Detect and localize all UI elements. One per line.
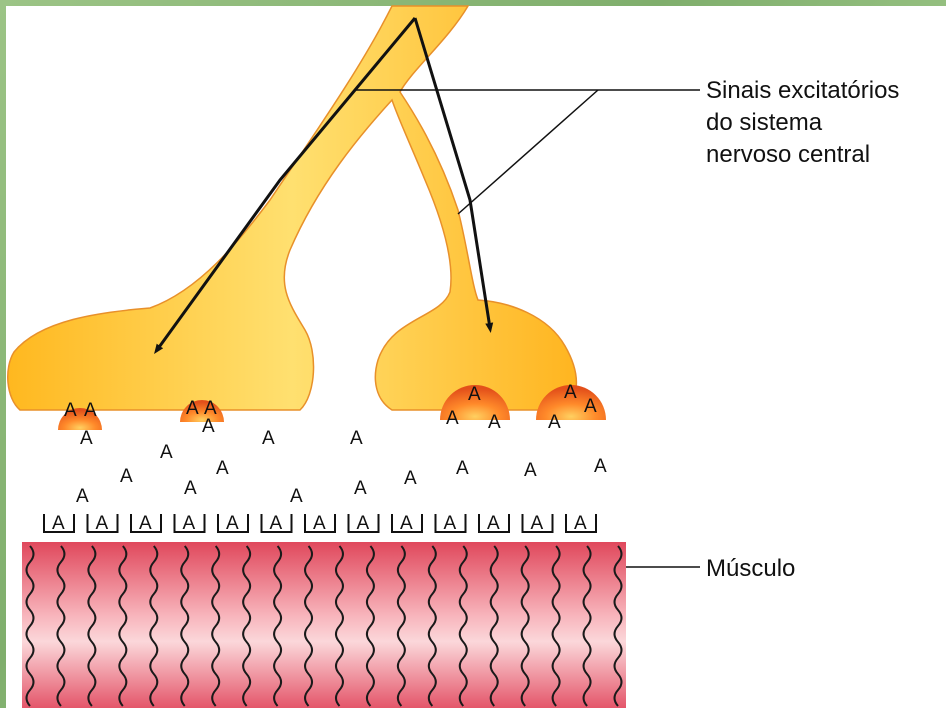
bound-ach-molecule: A: [139, 513, 152, 534]
muscle-fiber: [22, 542, 626, 708]
receptor: A: [436, 513, 466, 534]
muscle-label: Músculo: [706, 555, 795, 582]
ach-molecule: A: [120, 466, 133, 487]
bound-ach-molecule: A: [357, 513, 370, 534]
ach-molecule: A: [202, 416, 215, 437]
receptor: A: [523, 513, 553, 534]
ach-molecule: A: [404, 468, 417, 489]
ach-molecule: A: [446, 408, 459, 429]
bound-ach-molecule: A: [183, 513, 196, 534]
ach-molecule: A: [468, 384, 481, 405]
bound-ach-molecule: A: [313, 513, 326, 534]
ach-molecule: A: [354, 478, 367, 499]
ach-molecule: A: [262, 428, 275, 449]
receptor: A: [479, 513, 509, 534]
bound-ach-molecule: A: [444, 513, 457, 534]
bound-ach-molecule: A: [226, 513, 239, 534]
signals-label-line3: nervoso central: [706, 141, 870, 168]
ach-molecule: A: [584, 396, 597, 417]
bound-ach-molecule: A: [52, 513, 65, 534]
ach-molecule: A: [350, 428, 363, 449]
receptor: A: [88, 513, 118, 534]
receptor: A: [392, 513, 422, 534]
ach-molecule: A: [594, 456, 607, 477]
ach-molecule: A: [548, 412, 561, 433]
ach-molecule: A: [186, 398, 199, 419]
ach-molecule: A: [216, 458, 229, 479]
receptor: A: [305, 513, 335, 534]
ach-molecule: A: [80, 428, 93, 449]
receptor: A: [44, 513, 74, 534]
ach-molecule: A: [456, 458, 469, 479]
receptor: A: [131, 513, 161, 534]
receptor: A: [218, 513, 248, 534]
ach-molecule: A: [160, 442, 173, 463]
signals-label-line2: do sistema: [706, 109, 823, 136]
nerve-terminal: [8, 6, 577, 410]
ach-molecule: A: [488, 412, 501, 433]
receptor: A: [349, 513, 379, 534]
bound-ach-molecule: A: [574, 513, 587, 534]
bound-ach-molecule: A: [487, 513, 500, 534]
bound-ach-molecule: A: [270, 513, 283, 534]
signals-label-line1: Sinais excitatórios: [706, 77, 899, 104]
receptor: A: [262, 513, 292, 534]
bound-ach-molecule: A: [531, 513, 544, 534]
receptor: A: [566, 513, 596, 534]
ach-molecule: A: [524, 460, 537, 481]
bound-ach-molecule: A: [96, 513, 109, 534]
receptor: A: [175, 513, 205, 534]
bound-ach-molecule: A: [400, 513, 413, 534]
ach-molecule: A: [184, 478, 197, 499]
ach-molecule: A: [76, 486, 89, 507]
ach-molecule: A: [64, 400, 77, 421]
ach-molecule: A: [290, 486, 303, 507]
ach-molecule: A: [564, 382, 577, 403]
ach-molecule: A: [84, 400, 97, 421]
